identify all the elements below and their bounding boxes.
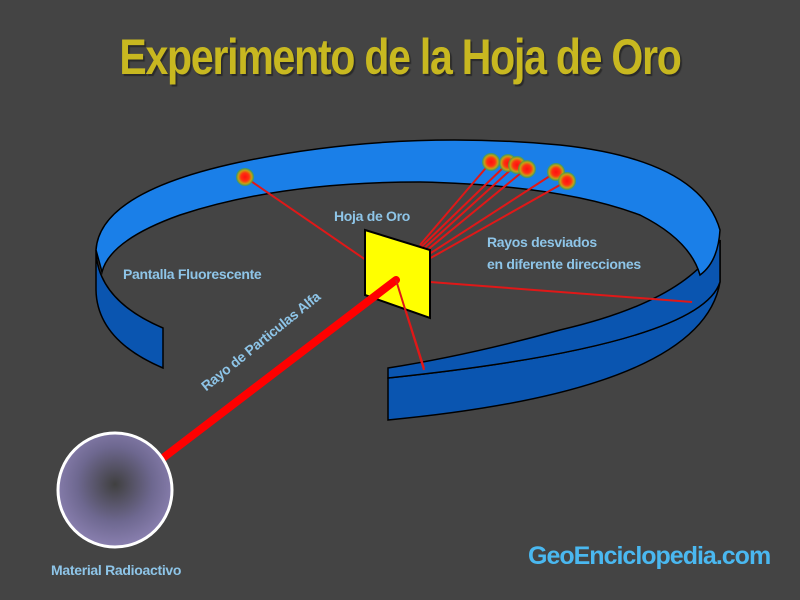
deflected-rays-label-line1: Rayos desviados xyxy=(487,234,597,250)
gold-foil-label: Hoja de Oro xyxy=(334,208,411,224)
diagram-title: Experimento de la Hoja de Oro xyxy=(119,29,681,85)
deflected-rays-label-line2: en diferente direcciones xyxy=(487,256,641,272)
impact-spots xyxy=(236,153,576,190)
alpha-beam xyxy=(159,276,400,462)
fluorescent-screen-label: Pantalla Fluorescente xyxy=(123,266,262,282)
radioactive-source xyxy=(56,431,174,549)
radioactive-material-label: Material Radioactivo xyxy=(51,562,182,578)
brand-watermark: GeoEnciclopedia.com xyxy=(528,542,771,570)
